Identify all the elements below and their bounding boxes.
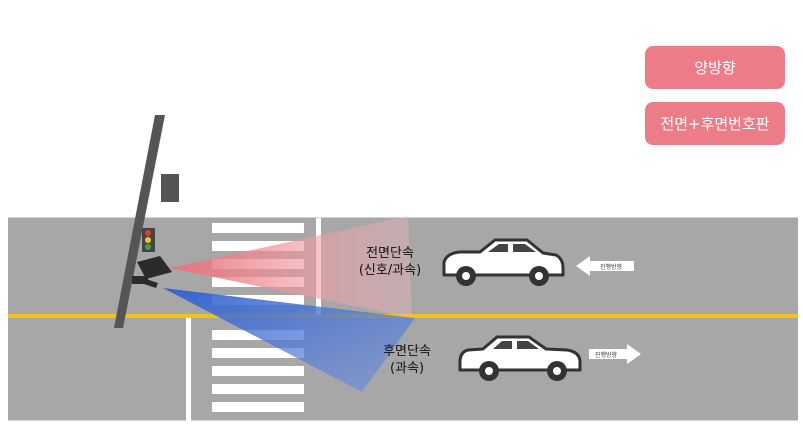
- rear-car-icon: [458, 335, 582, 381]
- traffic-light-icon: [142, 228, 155, 252]
- rear-enforcement-title: 후면단속: [383, 344, 431, 359]
- front-enforcement-subtitle: (신호/과속): [358, 263, 422, 278]
- front-car-icon: [442, 238, 565, 286]
- stop-line-left: [186, 318, 191, 422]
- front-enforcement-beam: [170, 216, 412, 318]
- plate-badge-label: 전면+후면번호판: [660, 115, 770, 133]
- front-enforcement-title: 전면단속: [366, 246, 414, 261]
- left-arrow-label: 진행방향: [600, 263, 623, 271]
- right-arrow-label: 진행방향: [595, 351, 618, 359]
- rear-enforcement-beam: [163, 288, 415, 392]
- plate-badge: 전면+후면번호판: [645, 102, 785, 145]
- camera-icon: [132, 256, 172, 288]
- rear-enforcement-label: 후면단속 (과속): [362, 343, 452, 377]
- rear-enforcement-subtitle: (과속): [389, 361, 425, 376]
- signal-pole: [114, 115, 165, 328]
- bidirectional-badge: 양방향: [645, 46, 785, 89]
- pole-sign-box: [161, 174, 179, 202]
- right-direction-arrow: 진행방향: [589, 344, 641, 364]
- left-direction-arrow: 진행방향: [576, 256, 634, 276]
- bidirectional-badge-label: 양방향: [694, 59, 736, 77]
- front-enforcement-label: 전면단속 (신호/과속): [345, 245, 435, 279]
